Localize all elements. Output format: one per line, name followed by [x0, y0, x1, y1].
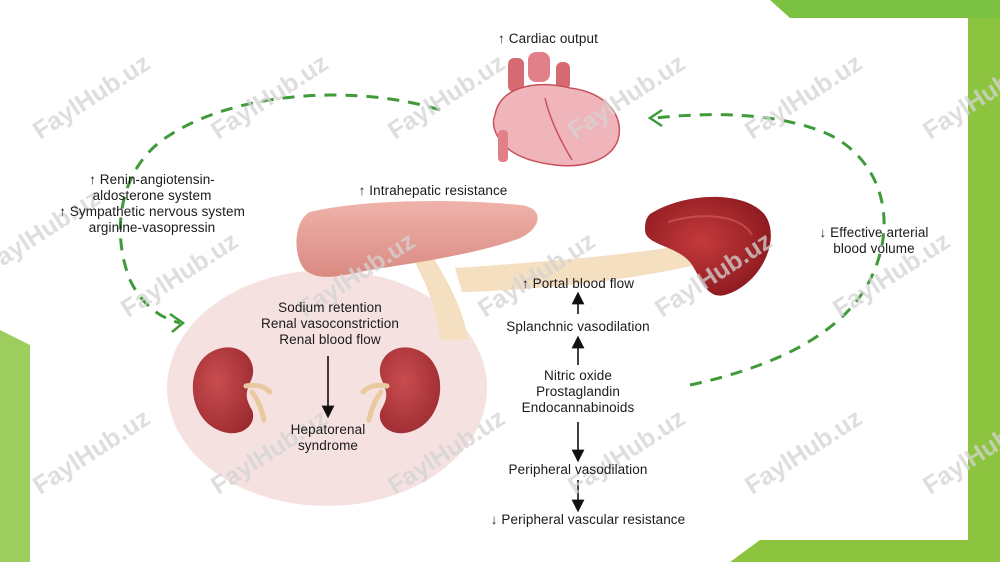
left-kidney — [192, 347, 273, 434]
peripheral-resistance-label: ↓ Peripheral vascular resistance — [490, 512, 686, 527]
left-green-band — [0, 330, 30, 562]
mediator-prostaglandin: Prostaglandin — [536, 384, 620, 399]
renal-line-3: Renal blood flow — [279, 332, 381, 347]
intrahepatic-resistance-label: ↑ Intrahepatic resistance — [358, 183, 508, 198]
watermark: FaylHub.uz — [740, 404, 867, 500]
renal-line-2: Renal vasoconstriction — [260, 316, 400, 331]
portal-blood-flow-label: ↑ Portal blood flow — [521, 276, 635, 291]
cardiac-output-label: ↑ Cardiac output — [498, 31, 598, 46]
dashed-arrow-left — [118, 93, 441, 325]
neurohormonal-line-1: ↑ Renin-angiotensin- — [89, 172, 215, 187]
mediator-nitric-oxide: Nitric oxide — [544, 368, 612, 383]
portal-vein — [455, 240, 716, 292]
right-kidney — [360, 347, 441, 434]
neurohormonal-line-2: aldosterone system — [92, 188, 212, 203]
hepatorenal-line-2: syndrome — [297, 438, 359, 453]
neurohormonal-line-4: arginine-vasopressin — [88, 220, 216, 235]
hepatorenal-line-1: Hepatorenal — [290, 422, 366, 437]
bottom-green-band — [730, 540, 968, 562]
right-green-band — [968, 18, 1000, 562]
dashed-arrow-right — [654, 113, 886, 387]
splanchnic-vasodilation-label: Splanchnic vasodilation — [506, 319, 650, 334]
top-green-band — [770, 0, 1000, 18]
kidney-background-circle — [167, 270, 487, 506]
peripheral-vasodilation-label: Peripheral vasodilation — [508, 462, 648, 477]
renal-line-1: Sodium retention — [278, 300, 382, 315]
watermark: FaylHub.uz — [28, 49, 155, 145]
watermark: FaylHub.uz — [740, 49, 867, 145]
watermark: FaylHub.uz — [383, 49, 510, 145]
liver-illustration — [296, 200, 538, 277]
heart-illustration — [492, 52, 621, 167]
spleen-illustration — [645, 196, 771, 296]
neurohormonal-line-3: ↑ Sympathetic nervous system — [59, 204, 245, 219]
mediator-endocannabinoids: Endocannabinoids — [521, 400, 635, 415]
watermark: FaylHub.uz — [28, 404, 155, 500]
watermark: FaylHub.uz — [206, 49, 333, 145]
arterial-volume-line-2: blood volume — [833, 241, 915, 256]
watermark: FaylHub.uz — [563, 404, 690, 500]
arterial-volume-line-1: ↓ Effective arterial — [819, 225, 929, 240]
